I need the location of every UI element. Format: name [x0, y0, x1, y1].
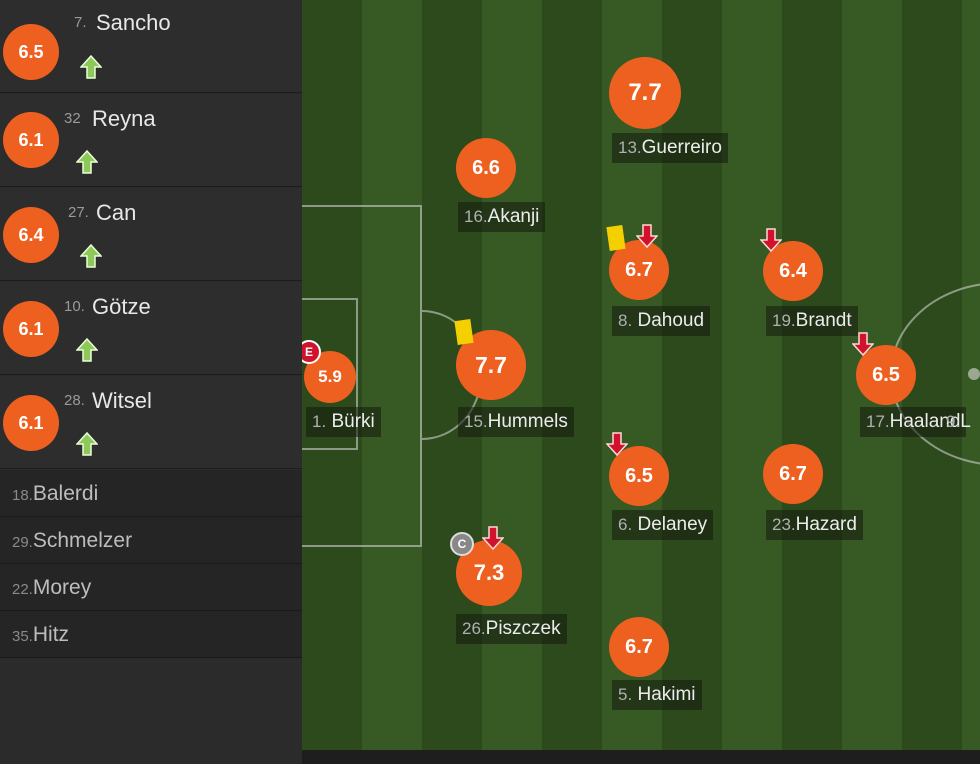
bench-player-row[interactable]: 29.Schmelzer — [0, 517, 302, 564]
player-name: Schmelzer — [32, 529, 133, 552]
shirt-number: 28. — [64, 392, 85, 409]
bench-player-row[interactable]: 18.Balerdi — [0, 470, 302, 517]
rating-badge: 6.7 — [763, 444, 823, 504]
player-name: Morey — [32, 576, 92, 599]
shirt-number: 18. — [12, 487, 33, 504]
player-label: 26.Piszczek — [456, 614, 567, 644]
player-label: 15.Hummels — [458, 407, 574, 437]
sub-in-arrow-icon — [80, 244, 102, 268]
player-label: 17.Haaland — [860, 407, 967, 437]
player-name: Witsel — [92, 388, 152, 413]
yellow-card-icon — [606, 225, 626, 251]
sub-in-arrow-icon — [76, 432, 98, 456]
shirt-number: 35. — [12, 628, 33, 645]
substitute-row[interactable]: 6.5 7. Sancho — [0, 0, 302, 93]
substitute-row[interactable]: 6.1 10. Götze — [0, 282, 302, 375]
bench-player-row[interactable]: 35.Hitz — [0, 611, 302, 658]
player-label: 5. Hakimi — [612, 680, 702, 710]
rating-badge: 6.4 — [3, 207, 59, 263]
rating-badge: 6.7 — [609, 617, 669, 677]
football-pitch: 5.9 E 1. Bürki 7.7 15.Hummels 6.6 16.Aka… — [302, 0, 980, 750]
rating-badge: 6.7 — [609, 240, 669, 300]
player-name: Götze — [92, 294, 151, 319]
substitute-row[interactable]: 6.1 28. Witsel — [0, 376, 302, 469]
rating-badge: 6.5 — [609, 446, 669, 506]
player-label: 8. Dahoud — [612, 306, 711, 336]
captain-badge-icon: C — [450, 532, 474, 556]
sub-in-arrow-icon — [76, 150, 98, 174]
player-name: Hitz — [32, 623, 70, 646]
rating-badge: 6.5 — [3, 24, 59, 80]
penalty-area-line — [302, 205, 422, 547]
shirt-number: 29. — [12, 534, 33, 551]
player-name: Sancho — [96, 10, 171, 35]
rating-badge: 6.5 — [856, 345, 916, 405]
player-label-partial: 9.L — [946, 411, 971, 432]
sub-out-arrow-icon — [482, 526, 504, 550]
player-name: Can — [96, 200, 137, 225]
player-label: 1. Bürki — [306, 407, 381, 437]
goal-area-line — [302, 298, 358, 450]
shirt-number: 7. — [74, 14, 87, 31]
player-name: Reyna — [92, 106, 156, 131]
error-badge-icon: E — [302, 340, 321, 364]
sub-in-arrow-icon — [80, 55, 102, 79]
player-label: 16.Akanji — [458, 202, 546, 232]
rating-badge: 7.3 — [456, 540, 522, 606]
player-label: 19.Brandt — [766, 306, 858, 336]
rating-badge: 6.1 — [3, 301, 59, 357]
bench-player-row[interactable]: 22.Morey — [0, 564, 302, 611]
sub-out-arrow-icon — [636, 224, 658, 248]
substitute-row[interactable]: 6.4 27. Can — [0, 188, 302, 281]
center-spot — [968, 368, 980, 380]
shirt-number: 10. — [64, 298, 85, 315]
pitch-bottom-bar — [302, 750, 980, 764]
rating-badge: 6.4 — [763, 241, 823, 301]
sub-out-arrow-icon — [760, 228, 782, 252]
sub-out-arrow-icon — [852, 332, 874, 356]
player-label: 6. Delaney — [612, 510, 714, 540]
substitutes-panel: 6.5 7. Sancho 6.1 32 Reyna 6.4 27. Can 6… — [0, 0, 302, 764]
substitute-row[interactable]: 6.1 32 Reyna — [0, 94, 302, 187]
rating-badge: 6.6 — [456, 138, 516, 198]
player-label: 13.Guerreiro — [612, 133, 728, 163]
player-label: 23.Hazard — [766, 510, 863, 540]
shirt-number: 32 — [64, 110, 81, 127]
rating-badge: 7.7 — [609, 57, 681, 129]
rating-badge: 6.1 — [3, 112, 59, 168]
shirt-number: 27. — [68, 204, 89, 221]
sub-out-arrow-icon — [606, 432, 628, 456]
sub-in-arrow-icon — [76, 338, 98, 362]
player-name: Balerdi — [32, 482, 99, 505]
shirt-number: 22. — [12, 581, 33, 598]
yellow-card-icon — [454, 319, 474, 345]
rating-badge: 6.1 — [3, 395, 59, 451]
